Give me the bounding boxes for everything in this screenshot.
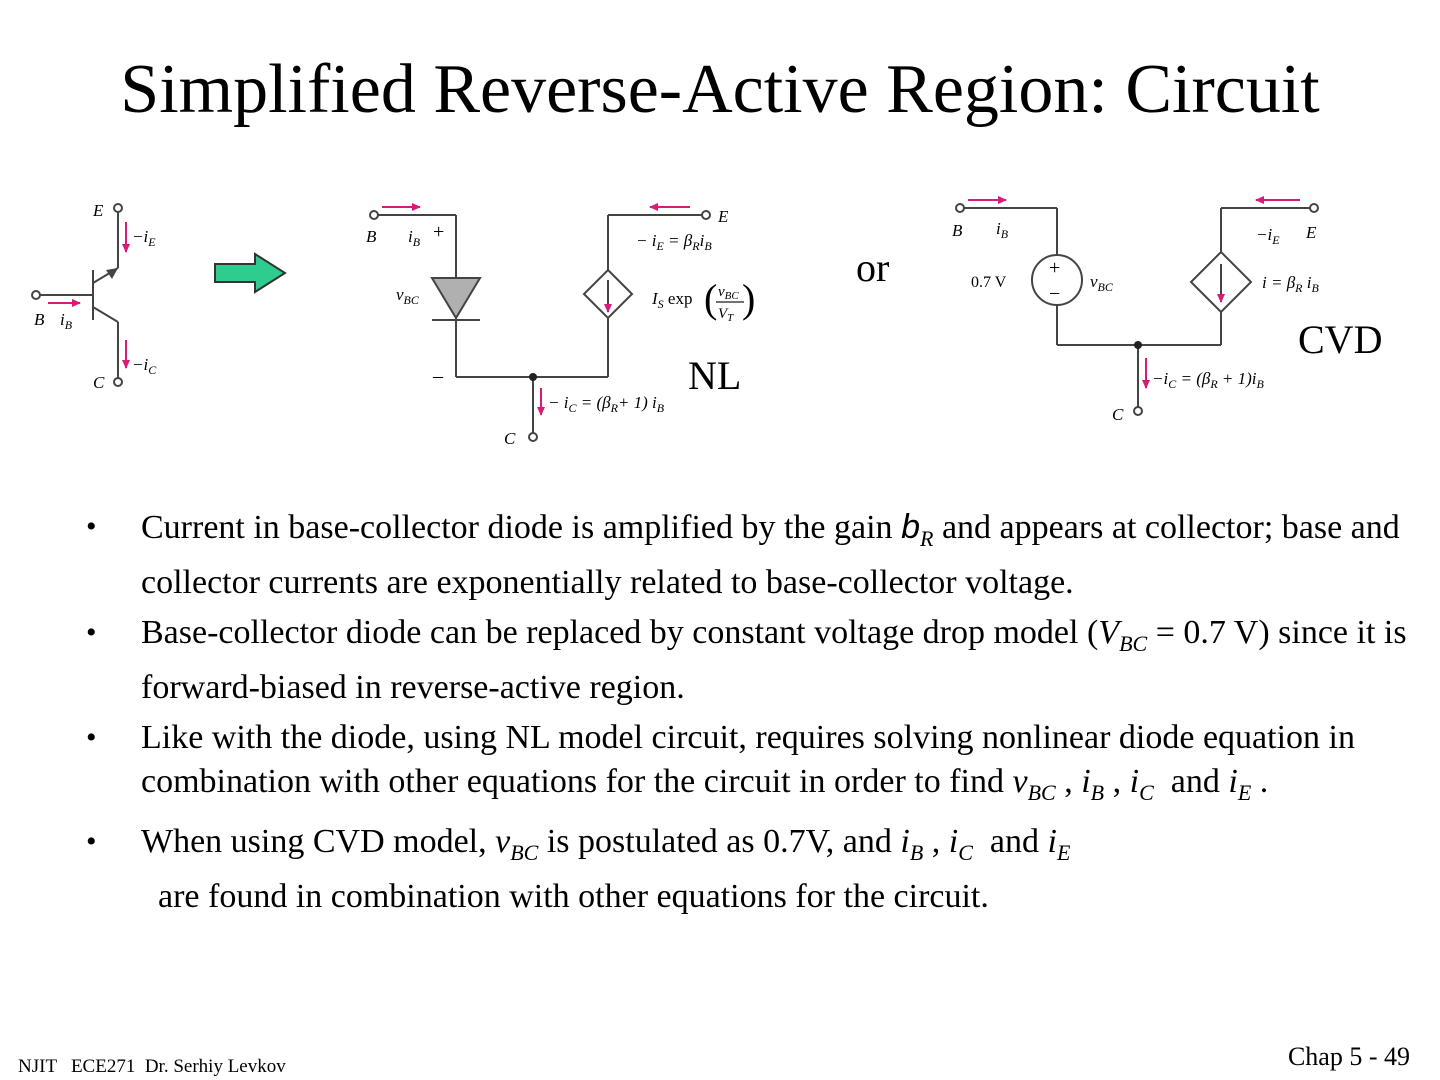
cvd-minus: − (1049, 283, 1060, 305)
footer-page-number: Chap 5 - 49 (1287, 1042, 1410, 1071)
label-or: or (856, 245, 890, 290)
nl-minus: – (432, 365, 444, 387)
label-b: B (34, 310, 45, 329)
label-cvd: CVD (1298, 317, 1383, 362)
cvd-voltage: 0.7 V (971, 274, 1007, 291)
cvd-label-vbc: vBC (1090, 272, 1114, 294)
bullet-item: • Current in base-collector diode is amp… (86, 505, 1416, 605)
cvd-plus: + (1049, 257, 1060, 279)
symbol-ic: iC (948, 823, 973, 866)
footer-course-info: NJIT ECE271 Dr. Serhiy Levkov (18, 1056, 286, 1077)
symbol-beta-r: bR (901, 508, 934, 551)
bullet-item: • When using CVD model, vBC is postulate… (86, 820, 1416, 919)
nl-top-equation: − iE = βRiB (636, 231, 712, 253)
junction-dot (529, 373, 537, 381)
circuit-diagrams: E B C −iE iB −iC B iB + – vBC E − iE = β… (31, 196, 1320, 448)
diode-icon (430, 277, 482, 320)
nl-frac-den: VT (718, 306, 734, 324)
transistor-symbol (31, 203, 123, 387)
label-ib: iB (60, 310, 73, 332)
slide-title: Simplified Reverse-Active Region: Circui… (120, 51, 1320, 128)
bullet-item: • Like with the diode, using NL model ci… (86, 716, 1416, 815)
bullet-list: • Current in base-collector diode is amp… (86, 505, 1416, 925)
nl-bottom-equation: − iC = (βR+ 1) iB (548, 393, 665, 415)
bullet-item: • Base-collector diode can be replaced b… (86, 611, 1416, 710)
nl-paren-close: ) (742, 276, 755, 321)
symbol-ib: iB (1081, 762, 1105, 805)
cvd-label-c: C (1112, 405, 1124, 424)
nl-circuit (369, 210, 711, 442)
label-c: C (93, 373, 105, 392)
label-ie: −iE (132, 227, 156, 249)
nl-paren-open: ( (704, 276, 717, 321)
label-ic: −iC (132, 355, 157, 377)
cvd-label-ib: iB (996, 219, 1009, 241)
emitter-arrow-icon (106, 268, 118, 279)
nl-label-ib: iB (408, 227, 421, 249)
right-arrow-icon (214, 252, 287, 294)
cvd-bottom-equation: −iC = (βR + 1)iB (1152, 369, 1265, 391)
nl-label-vbc: vBC (396, 285, 420, 307)
nl-label-c: C (504, 429, 516, 448)
nl-label-b: B (366, 227, 377, 246)
bullet-marker: • (86, 720, 97, 754)
cvd-label-b: B (952, 221, 963, 240)
cvd-junction-dot (1134, 341, 1142, 349)
symbol-vbc: VBC (1098, 613, 1148, 656)
label-e: E (92, 201, 104, 220)
nl-plus: + (433, 221, 444, 243)
nl-source-equation: IS exp (651, 289, 692, 311)
nl-label-e: E (717, 207, 729, 226)
cvd-label-ie: −iE (1256, 225, 1280, 247)
nl-frac-num: vBC (718, 284, 739, 302)
symbol-vbc: vBC (1012, 762, 1056, 805)
bullet-marker: • (86, 615, 97, 649)
symbol-ie: iE (1047, 823, 1071, 866)
symbol-ic: iC (1129, 762, 1154, 805)
bullet-marker: • (86, 510, 97, 543)
label-nl: NL (688, 353, 742, 398)
cvd-label-e: E (1305, 223, 1317, 242)
symbol-ib: iB (900, 823, 924, 866)
symbol-ie: iE (1228, 762, 1252, 805)
bullet-marker: • (86, 825, 97, 859)
cvd-source-equation: i = βR iB (1262, 273, 1320, 295)
symbol-vbc: vBC (495, 823, 539, 866)
